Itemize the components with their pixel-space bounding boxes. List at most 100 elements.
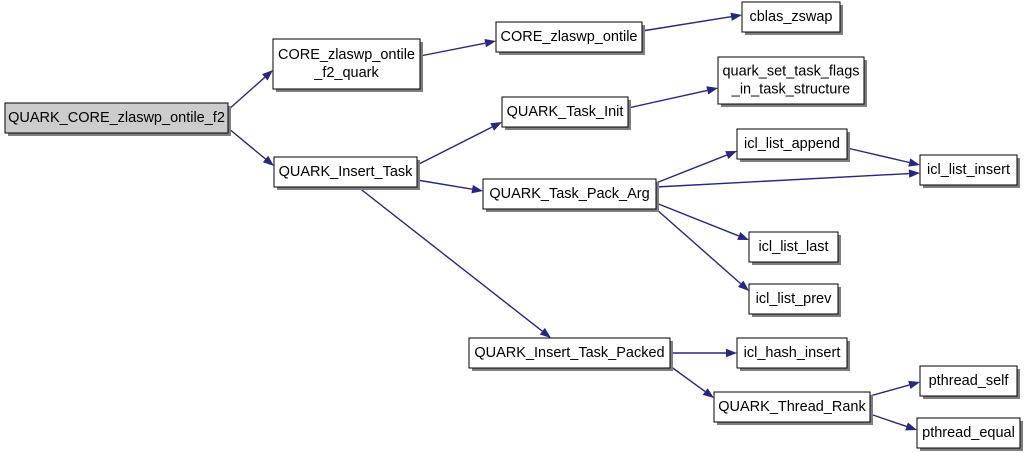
- node-label: QUARK_Thread_Rank: [718, 399, 866, 415]
- node-label: icl_list_last: [758, 239, 828, 255]
- edge-line: [416, 126, 493, 166]
- node-rect[interactable]: [495, 21, 643, 53]
- arrowhead-icon: [730, 12, 742, 21]
- node-label: QUARK_CORE_zlaswp_ontile_f2: [8, 110, 225, 126]
- edge-line: [227, 76, 266, 111]
- edge-quark_core_zlaswp_ontile_f2-to-core_zlaswp_ontile_f2_quark: [227, 70, 273, 111]
- arrowhead-icon: [539, 327, 551, 338]
- node-icl_list_append[interactable]: icl_list_append: [736, 128, 850, 162]
- edge-quark_task_init-to-quark_set_task_flags_in_task_structure: [627, 86, 718, 109]
- edge-line: [869, 413, 907, 428]
- node-rect[interactable]: [4, 102, 229, 134]
- node-quark_task_init[interactable]: QUARK_Task_Init: [501, 96, 631, 130]
- node-label: icl_list_prev: [756, 291, 832, 307]
- arrowhead-icon: [737, 280, 749, 291]
- edge-line: [655, 202, 740, 237]
- edge-line: [669, 365, 706, 393]
- edge-line: [627, 89, 708, 109]
- node-label: icl_list_insert: [927, 162, 1010, 178]
- arrowhead-icon: [702, 388, 714, 398]
- edge-quark_insert_task-to-quark_insert_task_packed: [357, 186, 551, 338]
- edge-quark_insert_task-to-quark_task_pack_arg: [416, 179, 483, 194]
- edge-line: [357, 186, 543, 332]
- node-rect[interactable]: [919, 154, 1018, 186]
- arrowhead-icon: [908, 158, 920, 167]
- node-label: pthread_equal: [922, 425, 1015, 441]
- node-rect[interactable]: [713, 391, 871, 423]
- node-label: _f2_quark: [313, 65, 379, 81]
- node-icl_list_insert[interactable]: icl_list_insert: [919, 154, 1020, 188]
- node-rect[interactable]: [748, 283, 839, 315]
- node-cblas_zswap[interactable]: cblas_zswap: [741, 1, 843, 35]
- node-core_zlaswp_ontile_f2_quark[interactable]: CORE_zlaswp_ontile _f2_quark: [272, 38, 423, 92]
- node-label: QUARK_Insert_Task: [279, 164, 414, 180]
- arrowhead-icon: [908, 169, 920, 178]
- edge-line: [641, 16, 732, 32]
- node-rect[interactable]: [916, 417, 1021, 449]
- node-rect[interactable]: [468, 337, 671, 369]
- node-label: _in_task_structure: [731, 81, 850, 97]
- arrowhead-icon: [905, 422, 917, 431]
- node-label: CORE_zlaswp_ontile: [278, 47, 415, 63]
- node-rect[interactable]: [748, 231, 839, 263]
- node-rect[interactable]: [501, 96, 629, 128]
- edge-quark_task_pack_arg-to-icl_list_prev: [655, 208, 749, 291]
- arrowhead-icon: [725, 151, 737, 159]
- arrowhead-icon: [484, 39, 496, 48]
- node-label: pthread_self: [929, 373, 1010, 389]
- edge-core_zlaswp_ontile-to-cblas_zswap: [641, 12, 742, 32]
- node-rect[interactable]: [741, 1, 841, 33]
- edge-quark_insert_task_packed-to-icl_hash_insert: [670, 348, 737, 358]
- edge-line: [655, 208, 742, 285]
- node-rect[interactable]: [272, 38, 421, 90]
- node-core_zlaswp_ontile[interactable]: CORE_zlaswp_ontile: [495, 21, 645, 55]
- edge-quark_thread_rank-to-pthread_equal: [869, 413, 917, 431]
- edge-icl_list_append-to-icl_list_insert: [846, 147, 920, 167]
- node-quark_insert_task[interactable]: QUARK_Insert_Task: [273, 156, 420, 190]
- node-label: icl_list_append: [744, 136, 840, 152]
- edge-quark_thread_rank-to-pthread_self: [869, 380, 920, 397]
- edge-line: [227, 127, 266, 160]
- node-rect[interactable]: [736, 337, 848, 369]
- node-quark_thread_rank[interactable]: QUARK_Thread_Rank: [713, 391, 873, 425]
- node-pthread_equal[interactable]: pthread_equal: [916, 417, 1023, 451]
- node-label: QUARK_Task_Pack_Arg: [489, 186, 649, 202]
- node-rect[interactable]: [919, 365, 1018, 397]
- edge-quark_task_pack_arg-to-icl_list_last: [655, 202, 749, 240]
- arrowhead-icon: [490, 122, 502, 131]
- node-icl_hash_insert[interactable]: icl_hash_insert: [736, 337, 850, 371]
- node-label: quark_set_task_flags: [722, 63, 859, 79]
- arrowhead-icon: [261, 70, 273, 81]
- node-label: QUARK_Insert_Task_Packed: [474, 345, 664, 361]
- node-label: cblas_zswap: [749, 9, 832, 25]
- edge-quark_insert_task-to-quark_task_init: [416, 122, 502, 166]
- node-quark_task_pack_arg[interactable]: QUARK_Task_Pack_Arg: [482, 178, 659, 212]
- node-quark_set_task_flags_in_task_structure[interactable]: quark_set_task_flags _in_task_structure: [717, 56, 867, 107]
- node-rect[interactable]: [736, 128, 848, 160]
- arrowhead-icon: [726, 348, 737, 358]
- edge-quark_task_pack_arg-to-icl_list_insert: [655, 169, 920, 188]
- arrowhead-icon: [908, 380, 920, 390]
- node-icl_list_last[interactable]: icl_list_last: [748, 231, 841, 265]
- edge-line: [655, 172, 910, 188]
- node-quark_core_zlaswp_ontile_f2[interactable]: QUARK_CORE_zlaswp_ontile_f2: [4, 102, 231, 136]
- nodes-layer: QUARK_CORE_zlaswp_ontile_f2 CORE_zlaswp_o…: [4, 1, 1023, 451]
- node-label: QUARK_Task_Init: [507, 104, 624, 120]
- edge-line: [846, 147, 910, 164]
- node-rect[interactable]: [273, 156, 418, 188]
- node-icl_list_prev[interactable]: icl_list_prev: [748, 283, 841, 317]
- node-quark_insert_task_packed[interactable]: QUARK_Insert_Task_Packed: [468, 337, 673, 371]
- edge-line: [419, 42, 486, 57]
- edge-core_zlaswp_ontile_f2_quark-to-core_zlaswp_ontile: [419, 39, 496, 57]
- node-rect[interactable]: [717, 56, 865, 105]
- edges-layer: [227, 12, 920, 431]
- arrowhead-icon: [706, 86, 718, 95]
- edge-line: [416, 179, 473, 190]
- node-label: CORE_zlaswp_ontile: [500, 29, 637, 45]
- node-pthread_self[interactable]: pthread_self: [919, 365, 1020, 399]
- node-label: icl_hash_insert: [744, 345, 841, 361]
- arrowhead-icon: [262, 155, 274, 166]
- node-rect[interactable]: [482, 178, 657, 210]
- edge-quark_core_zlaswp_ontile_f2-to-quark_insert_task: [227, 127, 274, 166]
